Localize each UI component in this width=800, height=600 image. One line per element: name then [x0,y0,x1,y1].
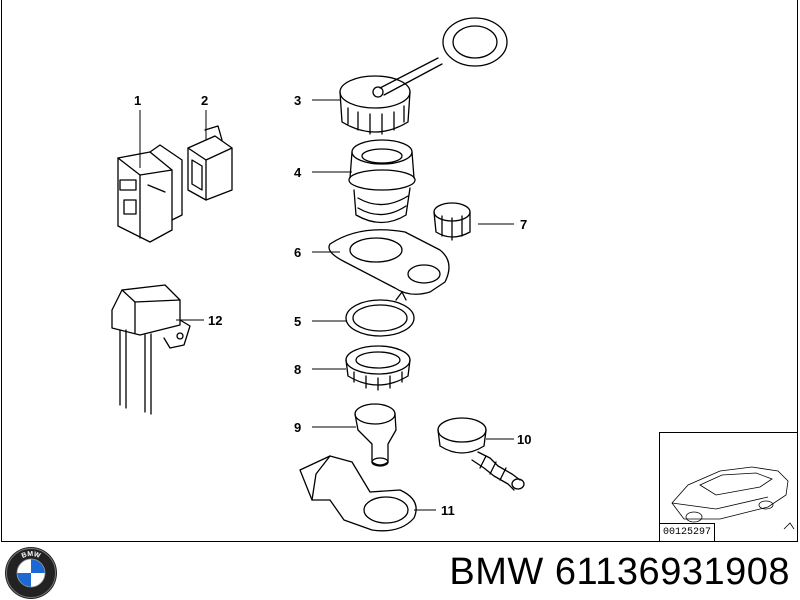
leader-lines [139,99,514,511]
diagram-frame [1,0,798,542]
callout-8: 8 [294,362,301,377]
part-5-seal-ring [345,291,415,337]
callout-1: 1 [134,93,141,108]
part-6-gasket [328,229,450,295]
callout-10: 10 [517,432,531,447]
part-8-lock-nut [345,345,411,391]
callout-12: 12 [208,313,222,328]
car-outline-icon [671,466,795,530]
svg-text:BMW: BMW [21,551,42,560]
inset-reference-code: 00125297 [659,523,716,542]
callout-labels: 1 2 3 4 5 6 7 8 9 10 11 12 [134,93,531,518]
part-9-funnel [354,403,397,467]
logo-letters: BMW [21,551,42,560]
callout-2: 2 [201,93,208,108]
part-title: BMW 61136931908 [449,548,790,596]
callout-3: 3 [294,93,301,108]
callout-4: 4 [294,165,302,180]
part-12-sensor-bracket [111,284,191,415]
part-3-fuel-cap [339,17,508,135]
part-2-connector-plug [187,125,233,201]
part-10-hose [437,417,525,491]
callout-11: 11 [441,503,455,518]
callout-9: 9 [294,420,301,435]
callout-5: 5 [294,314,301,329]
bmw-logo-icon: BMW [5,547,57,599]
part-1-connector-housing [117,144,183,243]
callout-7: 7 [520,217,527,232]
brand-name: BMW [449,551,544,593]
part-7-collar [433,202,471,241]
part-4-filler-neck [348,139,416,224]
part-number: 61136931908 [554,551,790,593]
part-11-bracket [299,455,417,532]
callout-6: 6 [294,245,301,260]
